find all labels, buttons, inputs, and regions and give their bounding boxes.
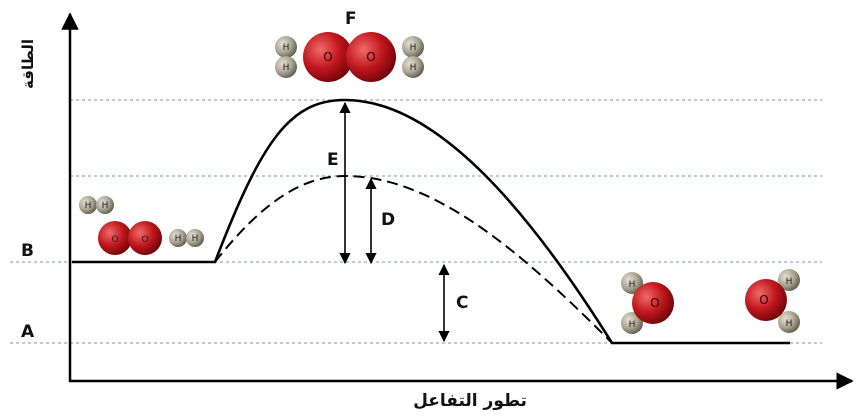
atom-letter-h: H <box>786 319 793 329</box>
reactant-molecules: H H O O H H <box>79 196 204 255</box>
oxygen-atom <box>98 221 132 255</box>
atom-letter-h: H <box>283 63 290 73</box>
uncatalyzed-curve <box>72 98 790 345</box>
guide-lines <box>10 99 822 344</box>
hydrogen-atom <box>96 196 114 214</box>
hydrogen-atom <box>778 311 800 333</box>
oxygen-atom <box>128 221 162 255</box>
atom-letter-h: H <box>283 43 290 53</box>
hydrogen-atom <box>186 229 204 247</box>
hydrogen-atom <box>778 269 800 291</box>
hydrogen-atom <box>621 312 643 334</box>
axes <box>61 12 854 390</box>
hydrogen-molecule-top: H H <box>79 196 114 214</box>
hydrogen-molecule-right: H H <box>169 229 204 247</box>
atom-letter-h: H <box>629 320 636 330</box>
atom-letter-o: O <box>366 50 375 64</box>
hydrogen-atom <box>275 56 297 78</box>
water-molecule-right: H H O <box>745 269 800 333</box>
atom-letter-h: H <box>102 201 109 211</box>
label-e: E <box>327 150 339 170</box>
atom-letter-o: O <box>323 50 332 64</box>
oxygen-atom <box>632 282 674 324</box>
oxygen-atom <box>745 279 787 321</box>
water-molecule-left: H H O <box>621 272 674 334</box>
y-axis-label: الطاقة <box>19 39 37 89</box>
label-d: D <box>381 210 395 230</box>
atom-letter-o: O <box>141 235 148 245</box>
hydrogen-atom <box>402 36 424 58</box>
atom-letter-h: H <box>192 234 199 244</box>
label-c: C <box>456 293 468 313</box>
level-label-a: A <box>21 322 35 342</box>
oxygen-molecule: O O <box>98 221 162 255</box>
atom-letter-h: H <box>629 280 636 290</box>
atom-letter-h: H <box>786 277 793 287</box>
x-axis-label: تطور التفاعل <box>413 391 527 411</box>
oxygen-atom <box>303 32 353 82</box>
hydrogen-atom <box>169 229 187 247</box>
atom-letter-h: H <box>175 234 182 244</box>
label-f: F <box>345 9 357 29</box>
atom-letter-o: O <box>759 293 768 307</box>
level-label-b: B <box>21 241 34 261</box>
atom-letter-h: H <box>410 43 417 53</box>
oxygen-atom <box>346 32 396 82</box>
hydrogen-atom <box>402 56 424 78</box>
hydrogen-atom <box>275 36 297 58</box>
atom-letter-h: H <box>85 201 92 211</box>
hydrogen-atom <box>79 196 97 214</box>
hydrogen-atom <box>621 272 643 294</box>
atom-letter-h: H <box>410 63 417 73</box>
transition-state-molecule: H H H H O O <box>275 32 424 82</box>
atom-letter-o: O <box>111 235 118 245</box>
catalyzed-curve <box>214 174 613 344</box>
atom-letter-o: O <box>650 296 659 310</box>
